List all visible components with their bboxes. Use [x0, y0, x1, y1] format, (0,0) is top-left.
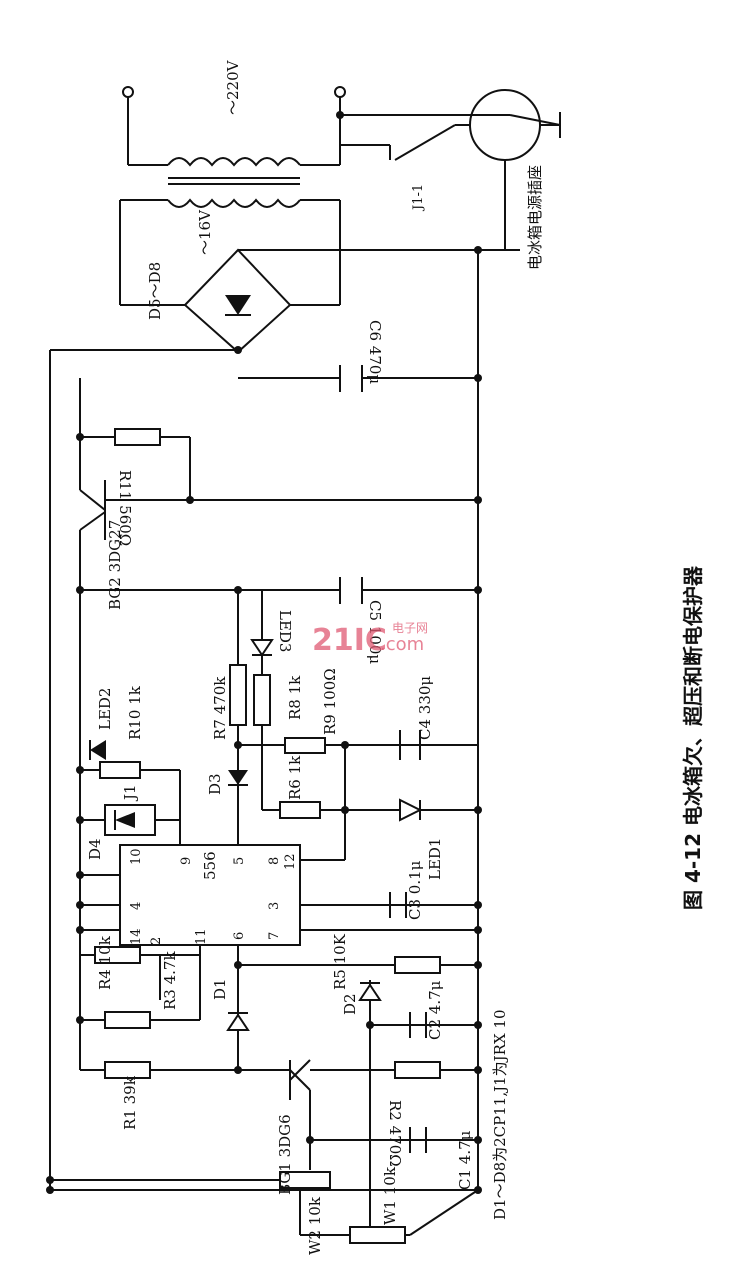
- label-ic-pin-10: 10: [129, 848, 144, 865]
- label-relay-contact: J1-1: [411, 184, 426, 212]
- label-d1: D1: [211, 978, 229, 1000]
- label-bg1: BG1 3DG6: [276, 1114, 294, 1195]
- label-ac-in: ～220V: [224, 59, 242, 115]
- label-ic-pin-9: 9: [179, 857, 194, 865]
- resistor-r10: [99, 761, 141, 779]
- label-led1: LED1: [426, 838, 444, 880]
- potentiometer-w2: [279, 1171, 331, 1189]
- label-r4: R4 10k: [96, 935, 114, 990]
- label-bg2: BG2 3DG27: [106, 520, 124, 610]
- diode-d1: [226, 1012, 250, 1031]
- label-r7: R7 470k: [211, 676, 229, 740]
- resistor-r6: [279, 801, 321, 819]
- resistor-r8: [253, 674, 271, 726]
- capacitor-c5: [339, 577, 363, 604]
- label-r1: R1 39k: [121, 1075, 139, 1130]
- resistor-r1: [104, 1061, 151, 1079]
- ac-terminal-left: [122, 86, 134, 98]
- label-led2: LED2: [96, 688, 114, 730]
- capacitor-c3: [389, 892, 407, 918]
- watermark-sub: 电子网: [392, 621, 428, 635]
- resistor-r3: [104, 1011, 151, 1029]
- label-ac-out: ～16V: [196, 209, 214, 255]
- label-c4: C4 330μ: [416, 676, 434, 740]
- label-r11: R11 560Ω: [116, 470, 134, 546]
- capacitor-c6: [339, 365, 363, 392]
- label-ic-pin-12: 12: [283, 853, 298, 870]
- label-bridge: D5～D8: [146, 262, 164, 320]
- led1: [399, 798, 423, 822]
- label-j1: J1: [121, 784, 139, 802]
- capacitor-c2: [409, 1012, 427, 1038]
- label-r2: R2 470Ω: [386, 1100, 404, 1167]
- label-c3: C3 0.1μ: [406, 860, 424, 920]
- wires: [49, 95, 561, 1236]
- labels: ～220V ～16V D5～D8 J1-1 电冰箱电源插座 R11 560Ω C…: [86, 59, 544, 1255]
- label-note: D1～D8为2CP11,J1为JRX 10: [491, 1009, 509, 1220]
- label-r3: R3 4.7k: [161, 951, 179, 1010]
- diode-d2: [358, 982, 382, 1001]
- label-c2: C2 4.7μ: [426, 980, 444, 1040]
- diode-d4: [114, 810, 135, 830]
- led3: [250, 639, 274, 657]
- label-ic-pin-4: 4: [129, 902, 144, 910]
- resistor-r7: [229, 664, 247, 726]
- label-r10: R10 1k: [126, 685, 144, 740]
- junction-dots: [46, 111, 482, 1194]
- label-ic-pin-11: 11: [194, 928, 209, 945]
- capacitor-c1: [409, 1127, 427, 1153]
- label-ic: 556: [201, 851, 219, 880]
- diode-d3: [228, 770, 248, 786]
- watermark-domain: .com: [380, 634, 424, 655]
- transformer: [167, 157, 301, 208]
- resistor-r11: [114, 428, 161, 446]
- label-socket: 电冰箱电源插座: [526, 165, 544, 270]
- label-ic-pin-6: 6: [232, 932, 247, 940]
- resistor-r5: [394, 956, 441, 974]
- capacitor-c4: [399, 730, 421, 760]
- resistor-r4: [94, 946, 141, 964]
- refrigerator-socket: [469, 89, 561, 250]
- watermark: 21IC 电子网 .com: [312, 621, 428, 658]
- label-w1: W1 10k: [381, 1166, 399, 1225]
- label-ic-pin-2: 2: [149, 937, 164, 945]
- label-c1: C1 4.7μ: [456, 1130, 474, 1190]
- label-r8: R8 1k: [286, 675, 304, 720]
- label-c5: C5 100μ: [366, 600, 384, 664]
- watermark-main: 21IC: [312, 623, 387, 658]
- label-d3: D3: [206, 773, 224, 795]
- label-d4: D4: [86, 838, 104, 860]
- label-ic-pin-7: 7: [267, 932, 282, 940]
- ic-556: [119, 844, 301, 946]
- label-ic-pin-5: 5: [232, 857, 247, 865]
- bridge-rectifier: [183, 248, 292, 354]
- label-ic-pin-14: 14: [129, 928, 144, 945]
- label-d2: D2: [341, 993, 359, 1015]
- resistor-r2: [394, 1061, 441, 1079]
- label-r5: R5 10K: [331, 933, 349, 990]
- label-c6: C6 470μ: [366, 320, 384, 384]
- ac-terminal-right: [334, 86, 346, 98]
- label-led3: LED3: [276, 610, 294, 652]
- label-r6: R6 1k: [286, 755, 304, 800]
- led2: [89, 740, 106, 760]
- label-ic-pin-8: 8: [267, 857, 282, 865]
- label-ic-pin-3: 3: [267, 902, 282, 910]
- potentiometer-w1: [349, 1226, 406, 1244]
- label-w2: W2 10k: [306, 1196, 324, 1255]
- figure-caption: 图 4-12 电冰箱欠、超压和断电保护器: [681, 565, 705, 910]
- label-r9: R9 100Ω: [321, 668, 339, 735]
- resistor-r9: [284, 737, 326, 754]
